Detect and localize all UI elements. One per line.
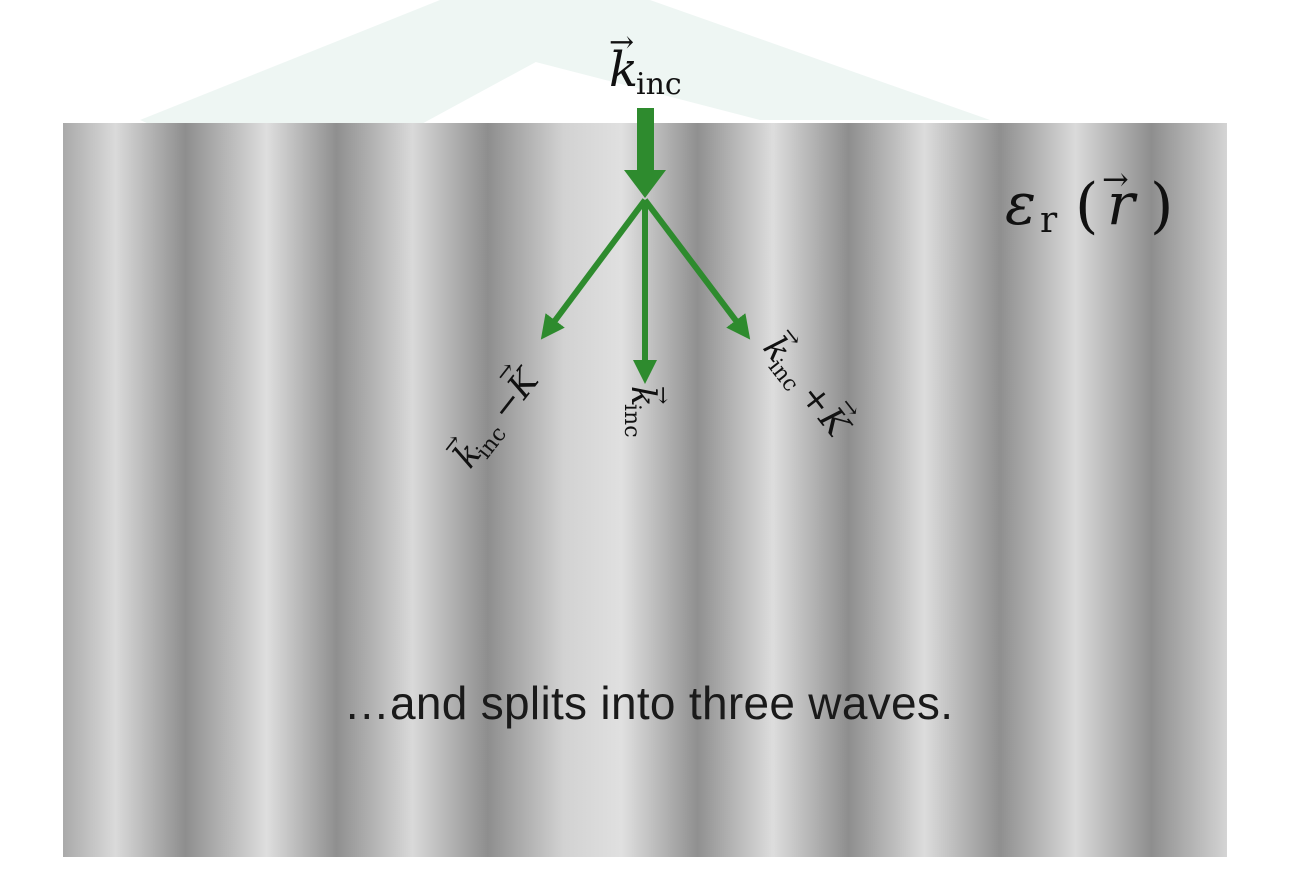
arrow-plus-order	[642, 198, 751, 340]
svg-text:r: r	[1107, 170, 1138, 238]
svg-text:→: →	[1102, 160, 1129, 198]
svg-text:r: r	[1040, 200, 1058, 241]
arrow-minus-order	[540, 198, 648, 340]
svg-text:k: k	[623, 386, 663, 407]
incident-label: k inc →	[609, 25, 682, 102]
permittivity-label: ε r ( r → )	[1005, 160, 1173, 241]
svg-text:ε: ε	[1005, 170, 1036, 238]
svg-text:): )	[1150, 171, 1173, 241]
svg-text:→: →	[650, 386, 675, 404]
svg-text:inc: inc	[636, 67, 682, 102]
svg-text:→: →	[609, 25, 634, 60]
label-zero-order: k → inc	[619, 386, 675, 438]
slide-caption: …and splits into three waves.	[343, 677, 954, 729]
svg-text:k: k	[609, 42, 638, 98]
diffracted-arrows	[540, 198, 751, 384]
svg-text:inc: inc	[619, 404, 644, 438]
incident-arrow	[624, 108, 666, 198]
svg-text:(: (	[1075, 171, 1098, 241]
